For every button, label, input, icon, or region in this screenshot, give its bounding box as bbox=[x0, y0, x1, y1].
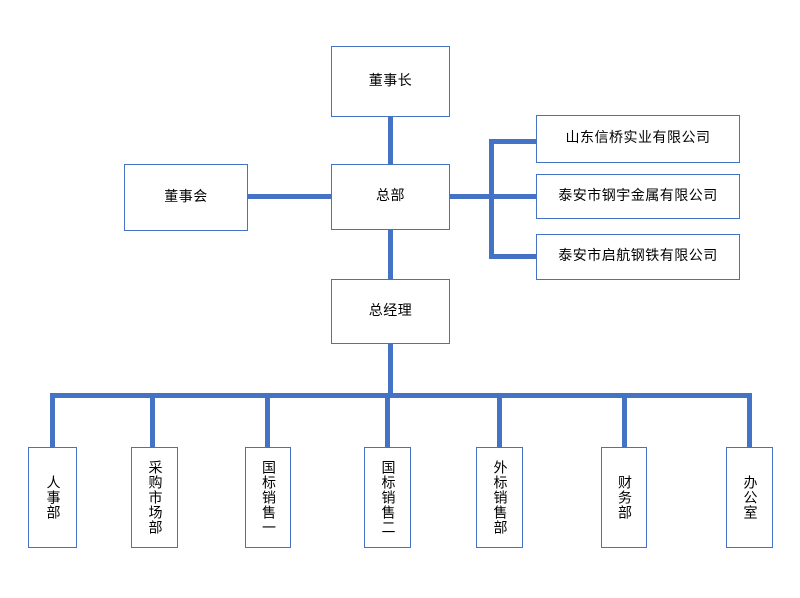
connector-department-drop-1 bbox=[50, 393, 55, 447]
node-subsidiary-2[interactable]: 泰安市钢宇金属有限公司 bbox=[536, 174, 740, 219]
node-department-1[interactable]: 人事部 bbox=[28, 447, 77, 548]
node-subsidiary-3-label: 泰安市启航钢铁有限公司 bbox=[558, 248, 718, 265]
node-department-7-label: 办公室 bbox=[741, 475, 758, 520]
node-chairman-label: 董事长 bbox=[368, 72, 413, 89]
node-department-1-label: 人事部 bbox=[44, 475, 61, 520]
connector-chairman-to-headquarters bbox=[388, 116, 393, 166]
node-subsidiary-1-label: 山东信桥实业有限公司 bbox=[565, 130, 711, 147]
node-general-manager-label: 总经理 bbox=[368, 302, 413, 319]
connector-subsidiary-trunk bbox=[489, 139, 494, 259]
connector-subsidiary-branch-3 bbox=[489, 254, 537, 259]
node-department-2-label: 采购市场部 bbox=[146, 460, 163, 535]
connector-department-drop-5 bbox=[497, 393, 502, 447]
node-department-4-label: 国标销售二 bbox=[379, 460, 396, 535]
node-chairman[interactable]: 董事长 bbox=[331, 46, 450, 117]
node-subsidiary-2-label: 泰安市钢宇金属有限公司 bbox=[558, 187, 718, 204]
connector-department-drop-6 bbox=[622, 393, 627, 447]
node-board-of-directors[interactable]: 董事会 bbox=[124, 164, 248, 231]
node-department-6-label: 财务部 bbox=[616, 475, 632, 520]
node-general-manager[interactable]: 总经理 bbox=[331, 279, 450, 344]
node-department-2[interactable]: 采购市场部 bbox=[131, 447, 178, 548]
connector-general-manager-to-bus bbox=[388, 343, 393, 398]
node-headquarters[interactable]: 总部 bbox=[331, 164, 450, 230]
node-board-of-directors-label: 董事会 bbox=[164, 188, 208, 205]
node-department-4[interactable]: 国标销售二 bbox=[364, 447, 411, 548]
connector-board-to-headquarters bbox=[248, 194, 331, 199]
connector-department-drop-2 bbox=[150, 393, 155, 447]
node-department-5-label: 外标销售部 bbox=[491, 460, 508, 535]
node-department-5[interactable]: 外标销售部 bbox=[476, 447, 523, 548]
connector-department-drop-7 bbox=[747, 393, 752, 447]
connector-subsidiary-branch-2 bbox=[489, 194, 537, 199]
connector-headquarters-to-general-manager bbox=[388, 228, 393, 280]
connector-department-bus bbox=[50, 393, 752, 398]
node-department-7[interactable]: 办公室 bbox=[726, 447, 773, 548]
connector-department-drop-4 bbox=[385, 393, 390, 447]
node-subsidiary-3[interactable]: 泰安市启航钢铁有限公司 bbox=[536, 234, 740, 280]
connector-subsidiary-branch-1 bbox=[489, 139, 537, 144]
node-department-6[interactable]: 财务部 bbox=[601, 447, 647, 548]
node-department-3-label: 国标销售一 bbox=[260, 460, 276, 535]
connector-department-drop-3 bbox=[265, 393, 270, 447]
node-subsidiary-1[interactable]: 山东信桥实业有限公司 bbox=[536, 115, 740, 163]
node-headquarters-label: 总部 bbox=[376, 188, 405, 205]
node-department-3[interactable]: 国标销售一 bbox=[245, 447, 291, 548]
connector-headquarters-subsidiary-stub bbox=[450, 194, 494, 199]
